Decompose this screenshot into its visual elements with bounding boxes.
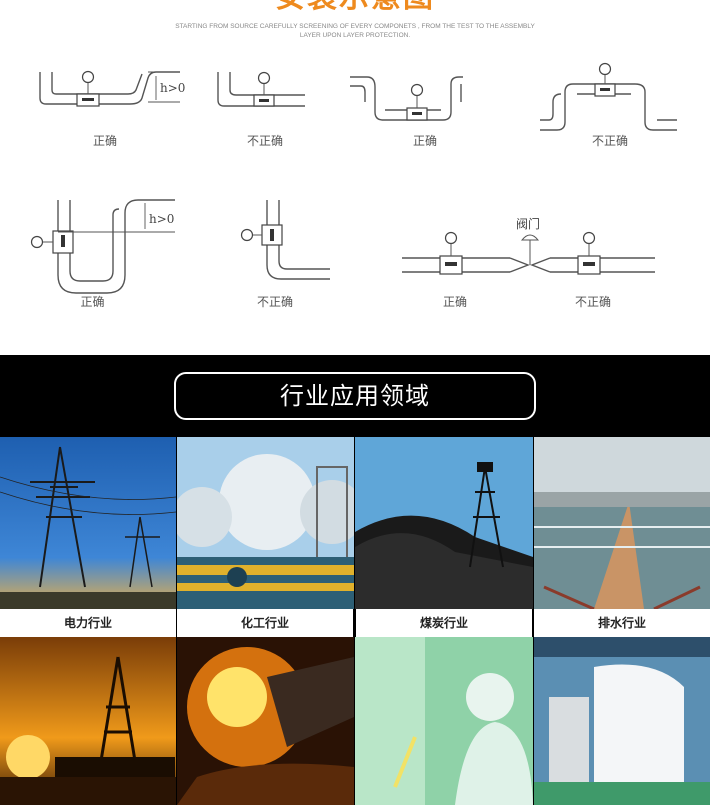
pipe-drawing: h>0: [30, 199, 175, 294]
chemical-industry-photo: [177, 437, 354, 609]
pipe-drawing: [240, 200, 330, 280]
oil-platform-photo: [0, 637, 176, 805]
industry-label-drainage: 排水行业: [534, 609, 710, 637]
drainage-industry-photo: [534, 437, 710, 609]
power-industry-photo: [0, 437, 176, 609]
steel-industry-photo: [177, 637, 354, 805]
installation-title: 安装示意图: [0, 0, 710, 18]
valve-label: 阀门: [516, 216, 540, 231]
diagram-caption: 正确: [442, 295, 467, 309]
pipe-drawing: [350, 76, 463, 121]
coal-industry-photo: [355, 437, 533, 609]
diagram-vertical-correct: h>0 正确: [25, 195, 200, 315]
industry-label-power: 电力行业: [0, 609, 176, 637]
height-label: h>0: [160, 81, 185, 95]
height-label: h>0: [149, 212, 174, 226]
installation-diagram-section: 安装示意图 STARTING FROM SOURCE CAREFULLY SCR…: [0, 0, 710, 355]
diagram-caption: 不正确: [574, 295, 611, 309]
industry-label-chemical: 化工行业: [177, 609, 353, 637]
industry-title: 行业应用领域: [174, 372, 536, 420]
diagram-caption: 不正确: [256, 295, 293, 309]
pipe-drawing: [217, 71, 305, 107]
subtitle-line-2: LAYER UPON LAYER PROTECTION.: [299, 32, 411, 39]
diagram-horizontal-incorrect: 不正确: [210, 62, 320, 152]
diagram-caption: 不正确: [246, 134, 283, 148]
diagram-caption: 正确: [80, 295, 105, 309]
diagram-horizontal-rise-correct: h>0 正确: [30, 62, 200, 152]
pipe-drawing: h>0: [39, 70, 185, 107]
subtitle-line-1: STARTING FROM SOURCE CAREFULLY SCREENING…: [175, 23, 535, 30]
diagram-valve-line: 阀门 正确 不正确: [400, 210, 660, 315]
diagram-dip-correct: 正确: [345, 62, 475, 152]
diagram-hump-incorrect: 不正确: [535, 62, 685, 152]
industry-section: 行业应用领域: [0, 355, 710, 805]
pipe-drawing: 阀门: [402, 216, 655, 275]
pipe-drawing: [540, 62, 677, 131]
diagram-caption: 正确: [412, 134, 437, 148]
diagram-caption: 不正确: [591, 134, 628, 148]
paper-industry-photo: [534, 637, 710, 805]
industry-label-coal: 煤炭行业: [356, 609, 532, 637]
laboratory-photo: [355, 637, 533, 805]
diagram-vertical-incorrect: 不正确: [235, 195, 335, 315]
installation-subtitle: STARTING FROM SOURCE CAREFULLY SCREENING…: [150, 22, 560, 40]
diagram-caption: 正确: [92, 134, 117, 148]
